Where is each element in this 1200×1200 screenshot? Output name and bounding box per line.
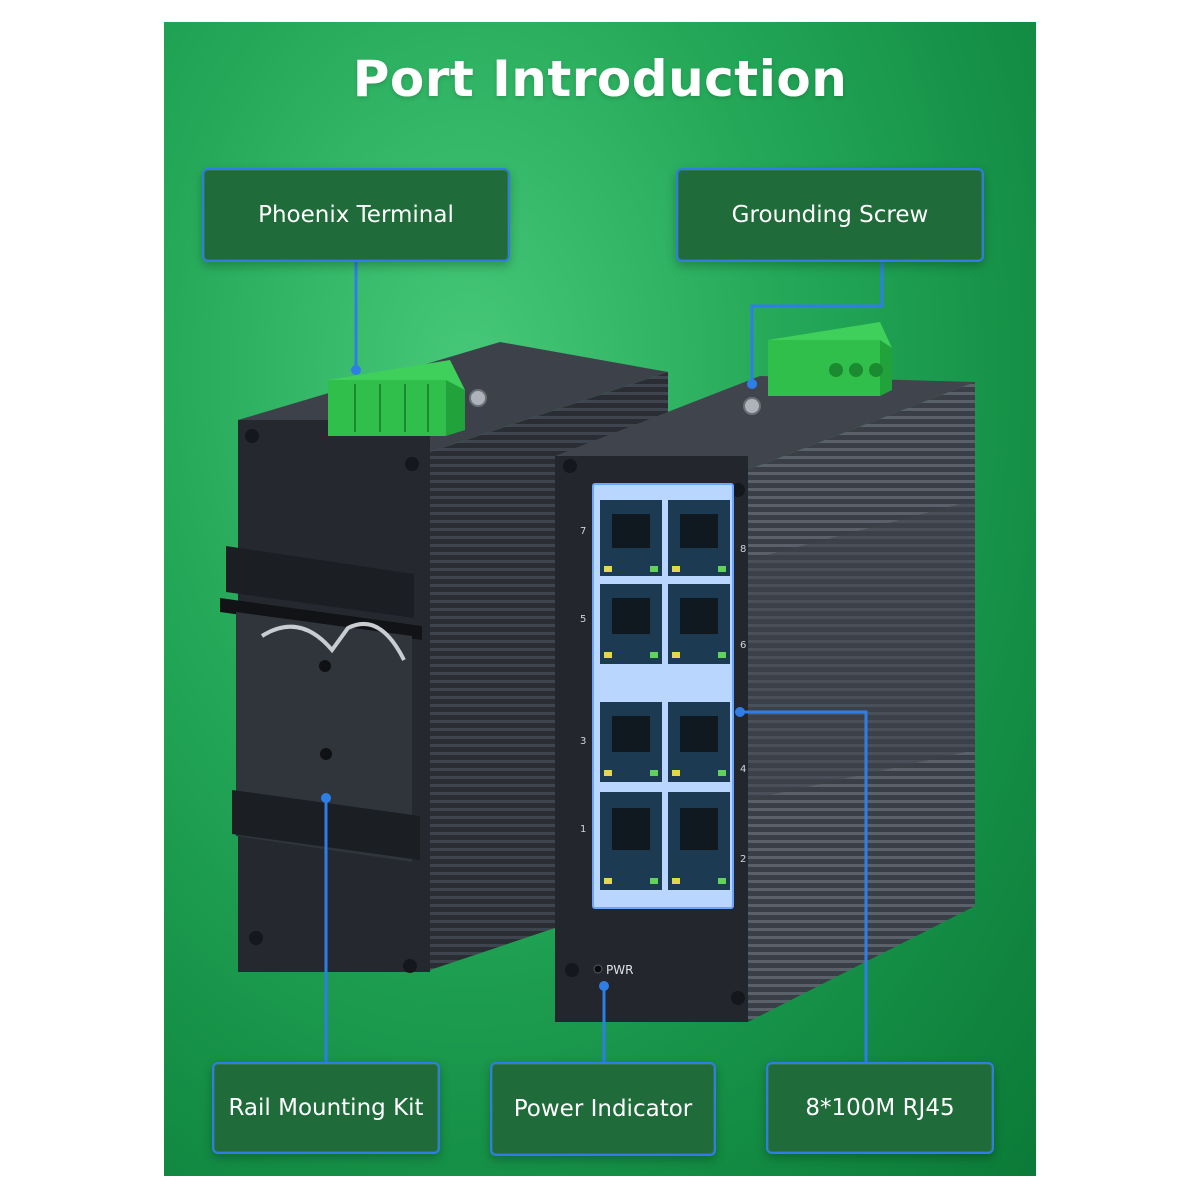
screw-icon bbox=[320, 748, 332, 760]
rj45-port bbox=[668, 792, 730, 890]
rj45-port-grid bbox=[600, 500, 730, 890]
callout-connectors bbox=[324, 262, 884, 1062]
screw-icon bbox=[563, 459, 577, 473]
right-switch-device: 7 8 5 6 3 4 1 2 PWR bbox=[555, 322, 975, 1022]
rj45-port bbox=[600, 792, 662, 890]
connector-grounding bbox=[750, 262, 884, 384]
screw-icon bbox=[403, 959, 417, 973]
screw-icon bbox=[249, 931, 263, 945]
port-label-3: 3 bbox=[580, 736, 586, 747]
phoenix-terminal-block bbox=[768, 322, 892, 396]
port-label-6: 6 bbox=[740, 640, 746, 651]
screw-icon bbox=[731, 991, 745, 1005]
port-label-7: 7 bbox=[580, 526, 586, 537]
connector-rj45 bbox=[740, 710, 868, 1062]
rj45-port bbox=[668, 584, 730, 664]
callout-phoenix-terminal: Phoenix Terminal bbox=[202, 168, 510, 262]
pwr-label: PWR bbox=[606, 963, 633, 977]
callout-rj45-ports: 8*100M RJ45 bbox=[766, 1062, 994, 1154]
port-label-5: 5 bbox=[580, 614, 586, 625]
screw-icon bbox=[405, 457, 419, 471]
rj45-port bbox=[600, 584, 662, 664]
grounding-screw-icon bbox=[743, 397, 761, 415]
power-led-icon bbox=[593, 964, 603, 974]
screw-icon bbox=[319, 660, 331, 672]
right-top-face bbox=[555, 376, 975, 470]
rj45-port bbox=[668, 702, 730, 782]
callout-power-indicator: Power Indicator bbox=[490, 1062, 716, 1156]
callout-rail-mounting-kit: Rail Mounting Kit bbox=[212, 1062, 440, 1154]
port-label-4: 4 bbox=[740, 764, 746, 775]
port-label-2: 2 bbox=[740, 854, 746, 865]
screw-icon bbox=[731, 483, 745, 497]
rj45-port bbox=[668, 500, 730, 576]
phoenix-terminal-block bbox=[328, 360, 465, 436]
port-label-8: 8 bbox=[740, 544, 746, 555]
din-rail-clip bbox=[220, 546, 422, 862]
callout-grounding-screw: Grounding Screw bbox=[676, 168, 984, 262]
screw-icon bbox=[245, 429, 259, 443]
grounding-screw-icon bbox=[469, 389, 487, 407]
rj45-port bbox=[600, 702, 662, 782]
screw-icon bbox=[565, 963, 579, 977]
rj45-port bbox=[600, 500, 662, 576]
page-title: Port Introduction bbox=[352, 50, 848, 108]
port-label-1: 1 bbox=[580, 824, 586, 835]
connector-endpoints bbox=[321, 365, 757, 991]
